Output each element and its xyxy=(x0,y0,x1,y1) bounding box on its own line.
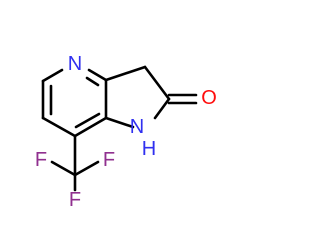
atom-labels: N O N H F F F xyxy=(35,53,217,211)
bond-c7a-c7 xyxy=(73,116,108,138)
bond-c7-c6 xyxy=(41,116,77,138)
bond-c2-n1 xyxy=(153,97,171,120)
atom-o-carbonyl: O xyxy=(201,87,217,109)
atom-f-right: F xyxy=(103,149,115,171)
atom-f-bottom: F xyxy=(69,189,81,211)
bond-cf3-f-left xyxy=(50,160,77,177)
bond-c5-n4 xyxy=(41,68,64,83)
bonds xyxy=(41,65,198,192)
atom-n-lactam: N xyxy=(130,116,144,138)
bond-c3a-c3 xyxy=(104,65,147,82)
bond-inner-c3a-n4 xyxy=(85,76,100,87)
bond-inner-c7a-c7 xyxy=(74,112,101,129)
bond-c3-c2 xyxy=(143,65,171,101)
atom-h-lactam: H xyxy=(142,138,156,160)
bond-n1-c7a xyxy=(104,116,135,129)
atom-n-pyridine: N xyxy=(68,53,82,75)
atom-f-left: F xyxy=(35,149,47,171)
bond-n4-c3a xyxy=(87,68,108,82)
molecule-diagram: N O N H F F F xyxy=(35,53,217,211)
bond-cf3-f-right xyxy=(73,160,100,177)
